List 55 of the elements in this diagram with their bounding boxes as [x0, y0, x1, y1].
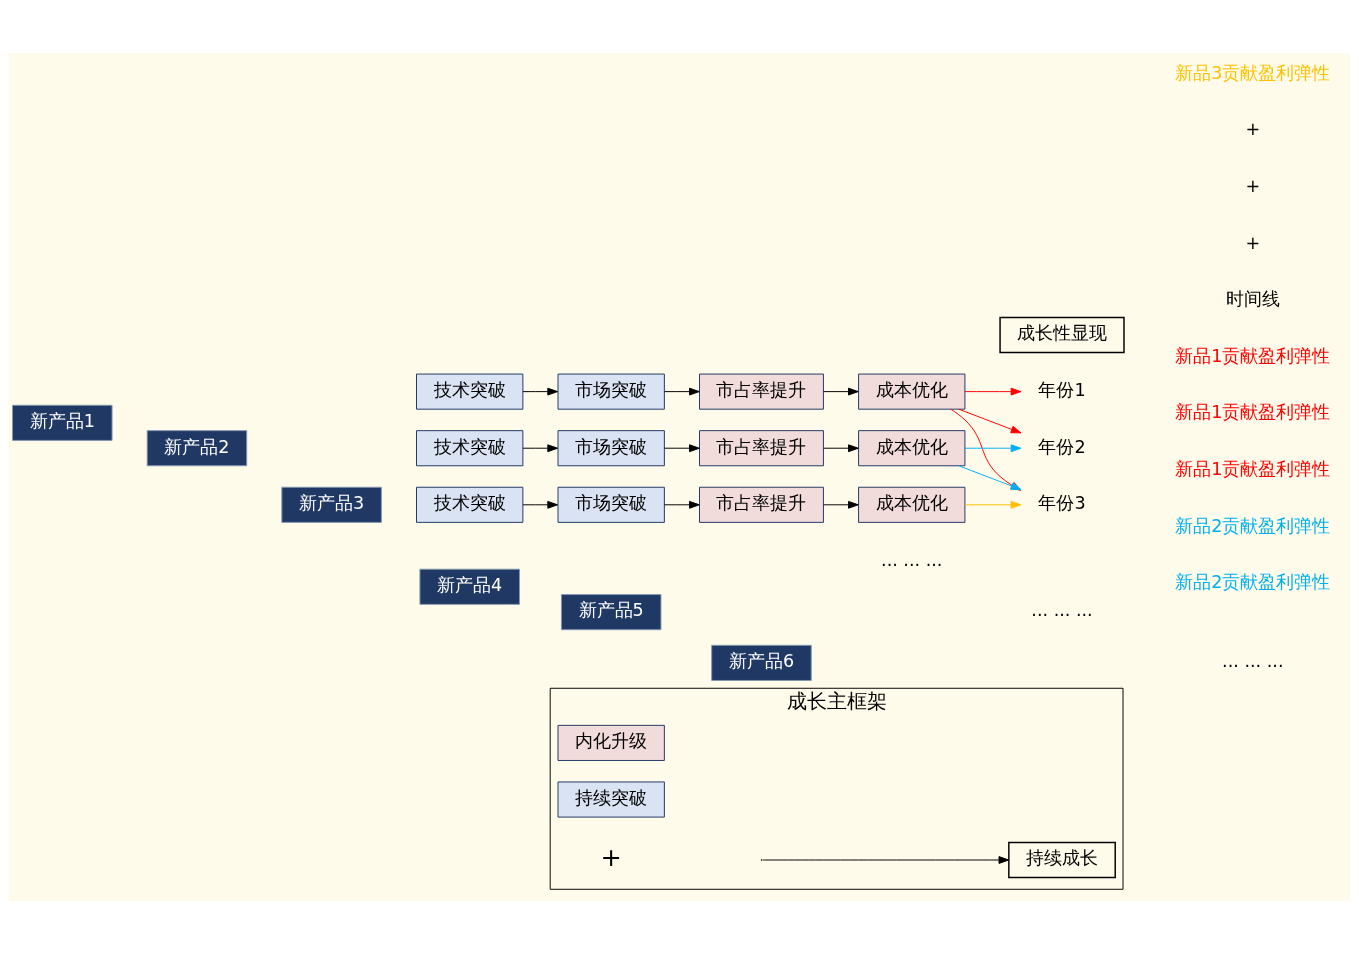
arrow [663, 444, 700, 453]
label: + [600, 842, 622, 873]
label: + [1245, 232, 1261, 253]
node-text: 年份3 [1038, 493, 1086, 514]
arrow [964, 387, 1022, 396]
node-box: 内化升级 [557, 724, 665, 761]
node-box: 市场突破 [557, 373, 665, 410]
node-box: 技术突破 [416, 373, 524, 410]
label: 新品2贡献盈利弹性 [1175, 572, 1331, 593]
node-box: 新产品6 [711, 644, 812, 681]
node-box: 新产品3 [281, 486, 382, 523]
node-box: 成长性显现 [999, 316, 1125, 354]
arrow [964, 444, 1022, 453]
node-box: 成本优化 [858, 373, 966, 410]
node-box: 新产品5 [560, 594, 662, 631]
label: 时间线 [1225, 289, 1280, 310]
arrow [522, 387, 559, 396]
arrow [823, 500, 859, 509]
node-box: 市场突破 [557, 430, 665, 467]
node-text: 年份1 [1038, 379, 1086, 400]
arrow [964, 500, 1022, 509]
label: + [1245, 175, 1261, 196]
node-box: 持续突破 [557, 781, 665, 818]
node-box: 市占率提升 [699, 373, 824, 410]
arrow [522, 444, 559, 453]
node-box: 市占率提升 [699, 486, 824, 523]
node-box: 技术突破 [416, 430, 524, 467]
label: ... ... ... [881, 549, 943, 570]
label: ... ... ... [1222, 651, 1284, 672]
label: 新品2贡献盈利弹性 [1175, 515, 1331, 536]
arrow [958, 408, 1022, 434]
node-box: 成本优化 [858, 486, 966, 523]
label: 新品3贡献盈利弹性 [1175, 62, 1331, 83]
node-box: 新产品1 [12, 404, 113, 441]
node-box: 新产品2 [146, 430, 248, 467]
node-text: 年份2 [1038, 436, 1086, 457]
arrow [663, 387, 700, 396]
arrow [663, 500, 700, 509]
node-box: 成本优化 [858, 430, 966, 467]
node-box: 市占率提升 [699, 430, 824, 467]
label: 新品1贡献盈利弹性 [1175, 458, 1331, 479]
node-box: 持续成长 [1008, 841, 1116, 879]
arrow [950, 408, 1022, 491]
arrow [823, 444, 859, 453]
label: + [1245, 119, 1261, 140]
label: ... ... ... [1031, 600, 1093, 621]
node-box: 市场突破 [557, 486, 665, 523]
arrow [762, 856, 1010, 864]
label: 新品1贡献盈利弹性 [1175, 345, 1331, 366]
node-box: 新产品4 [419, 568, 520, 605]
arrow [823, 387, 859, 396]
node-box: 技术突破 [416, 486, 524, 523]
label: 新品1贡献盈利弹性 [1175, 402, 1331, 423]
arrow [958, 465, 1022, 490]
arrow [522, 500, 559, 509]
